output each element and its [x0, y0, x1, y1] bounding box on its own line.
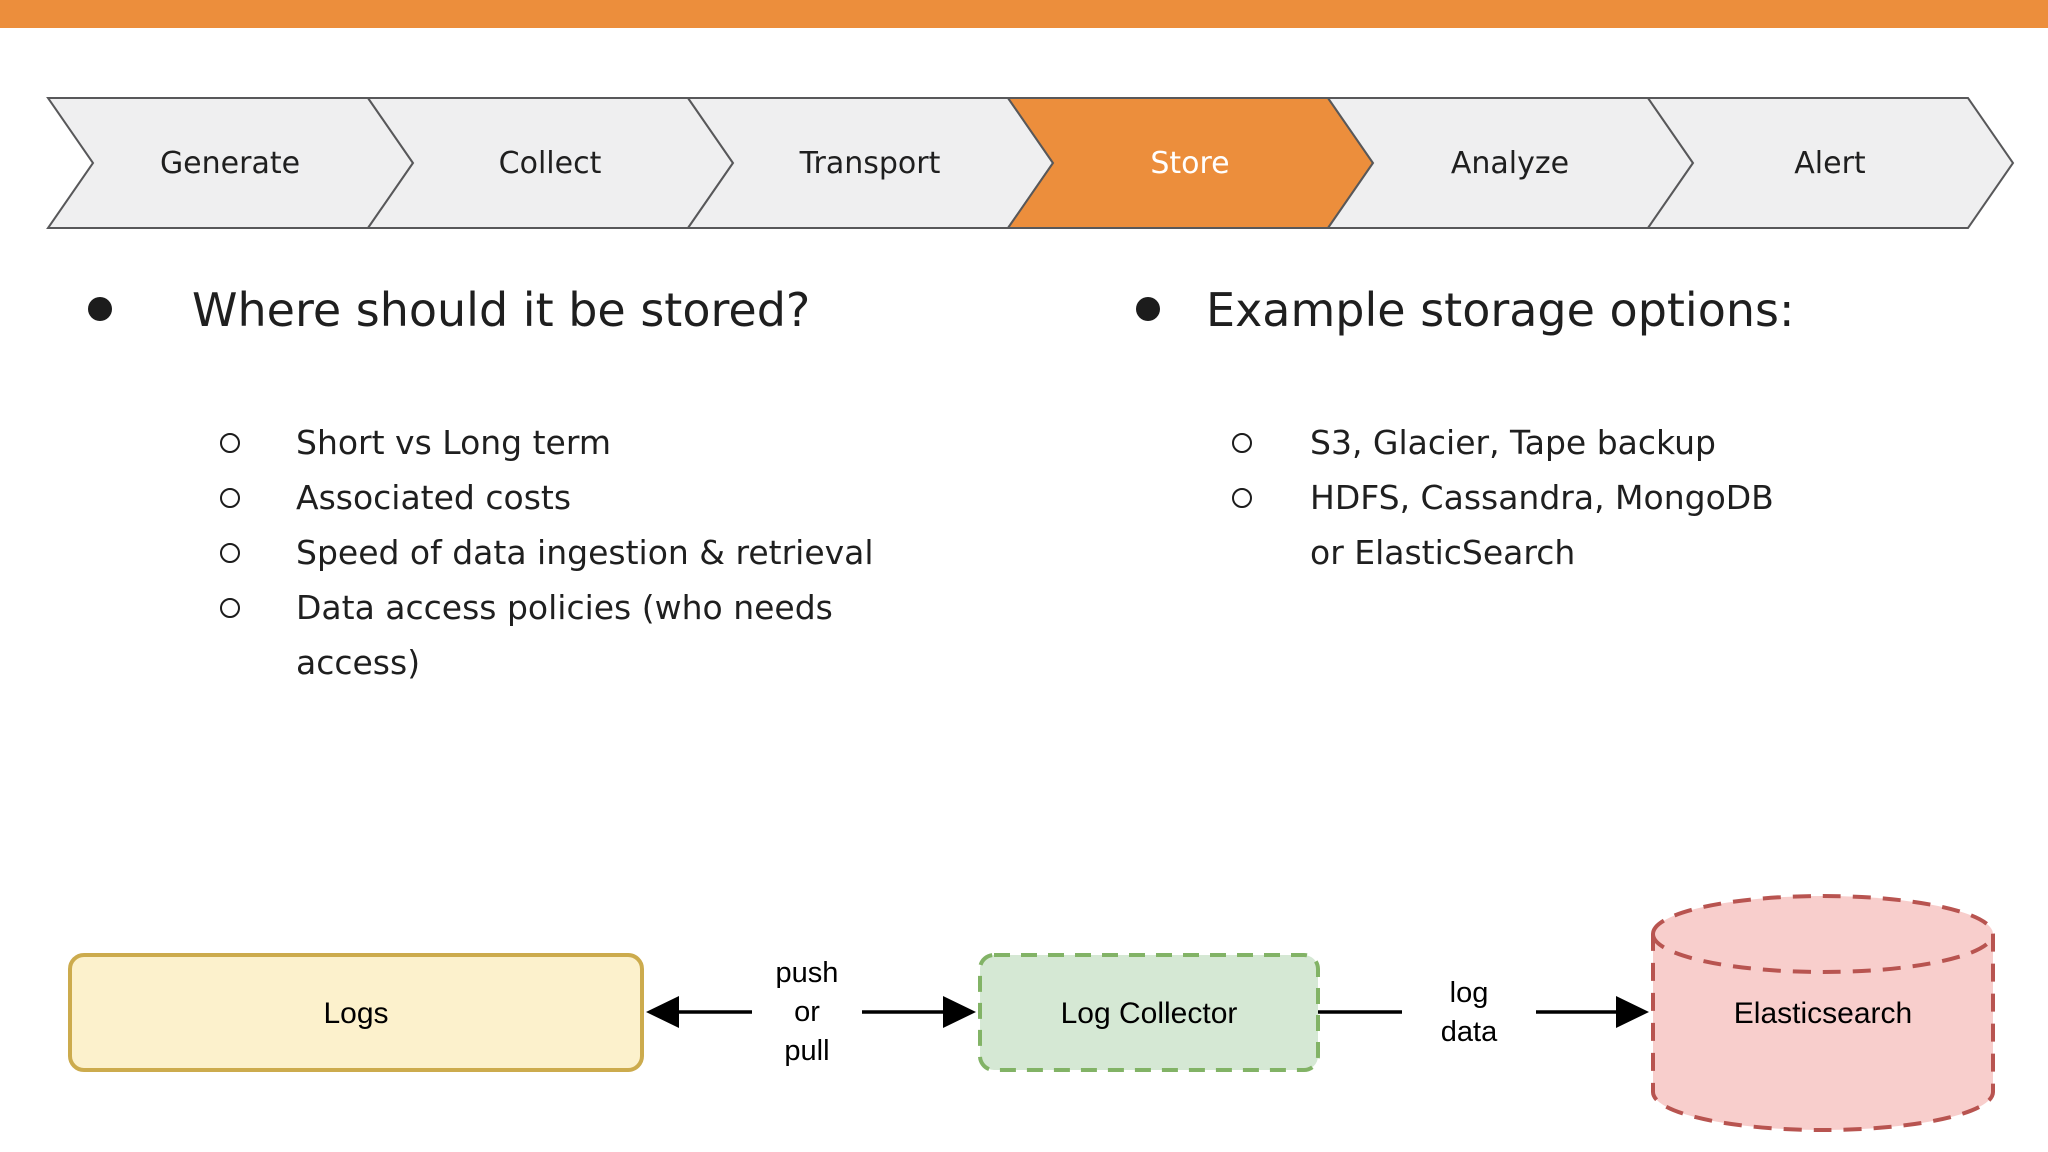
- log-flow-diagram: Logs push or pull Log Collector log data…: [68, 894, 1995, 1132]
- push-pull-label-background: [752, 946, 862, 1076]
- log-data-label-line: log: [1450, 977, 1489, 1009]
- right-column-title: Example storage options:: [1206, 283, 1795, 337]
- left-column-title-row: Where should it be stored?: [88, 283, 810, 338]
- cylinder-top-arc: [1651, 933, 1995, 974]
- list-item: Speed of data ingestion & retrieval: [220, 525, 880, 580]
- list-item: Associated costs: [220, 470, 880, 525]
- list-item-text: Speed of data ingestion & retrieval: [296, 533, 874, 572]
- pipeline-stage-label: Store: [1150, 146, 1229, 181]
- list-item-text: Data access policies (who needs access): [296, 588, 833, 682]
- elasticsearch-node-label: Elasticsearch: [1734, 997, 1912, 1030]
- list-item: Short vs Long term: [220, 415, 880, 470]
- list-item-text: HDFS, Cassandra, MongoDB or ElasticSearc…: [1310, 478, 1774, 572]
- elasticsearch-node: [1651, 894, 1995, 1132]
- arrow-right-icon: [943, 996, 976, 1028]
- arrow-right-icon: [1616, 996, 1649, 1028]
- pipeline-stage-alert: [1646, 97, 2015, 229]
- list-item: HDFS, Cassandra, MongoDB or ElasticSearc…: [1232, 470, 1792, 580]
- bullet-dot-icon: [1136, 297, 1160, 321]
- log-data-label-line: data: [1441, 1016, 1498, 1048]
- top-accent-bar: [0, 0, 2048, 28]
- list-item: S3, Glacier, Tape backup: [1232, 415, 1792, 470]
- right-column-title-row: Example storage options:: [1136, 283, 1794, 338]
- pipeline-chevron-band: Generate Collect Transport Store Analyze…: [46, 97, 2015, 229]
- push-pull-label-line: push: [776, 957, 839, 989]
- log-collector-node-label: Log Collector: [1061, 997, 1238, 1030]
- circle-bullet-icon: [220, 543, 240, 563]
- push-pull-label-line: or: [794, 996, 820, 1028]
- list-item: Data access policies (who needs access): [220, 580, 880, 690]
- circle-bullet-icon: [220, 598, 240, 618]
- logs-node-label: Logs: [323, 997, 388, 1030]
- pipeline-stage-label: Generate: [160, 146, 300, 181]
- arrow-left-icon: [646, 996, 679, 1028]
- logs-node: [68, 953, 644, 1072]
- pipeline-stage-label: Analyze: [1451, 146, 1569, 181]
- pipeline-stage-label: Collect: [499, 146, 602, 181]
- circle-bullet-icon: [220, 433, 240, 453]
- pipeline-stage-label: Transport: [799, 146, 941, 181]
- push-pull-label-line: pull: [784, 1035, 829, 1067]
- list-item-text: Short vs Long term: [296, 423, 611, 462]
- right-bullet-list: S3, Glacier, Tape backup HDFS, Cassandra…: [1232, 415, 1792, 580]
- left-column-title: Where should it be stored?: [192, 283, 811, 337]
- log-data-label-background: [1402, 970, 1536, 1054]
- list-item-text: Associated costs: [296, 478, 572, 517]
- log-collector-node: [978, 953, 1320, 1072]
- circle-bullet-icon: [220, 488, 240, 508]
- circle-bullet-icon: [1232, 433, 1252, 453]
- bullet-dot-icon: [88, 297, 112, 321]
- left-bullet-list: Short vs Long term Associated costs Spee…: [220, 415, 880, 690]
- pipeline-stage-label: Alert: [1794, 146, 1866, 181]
- circle-bullet-icon: [1232, 488, 1252, 508]
- list-item-text: S3, Glacier, Tape backup: [1310, 423, 1716, 462]
